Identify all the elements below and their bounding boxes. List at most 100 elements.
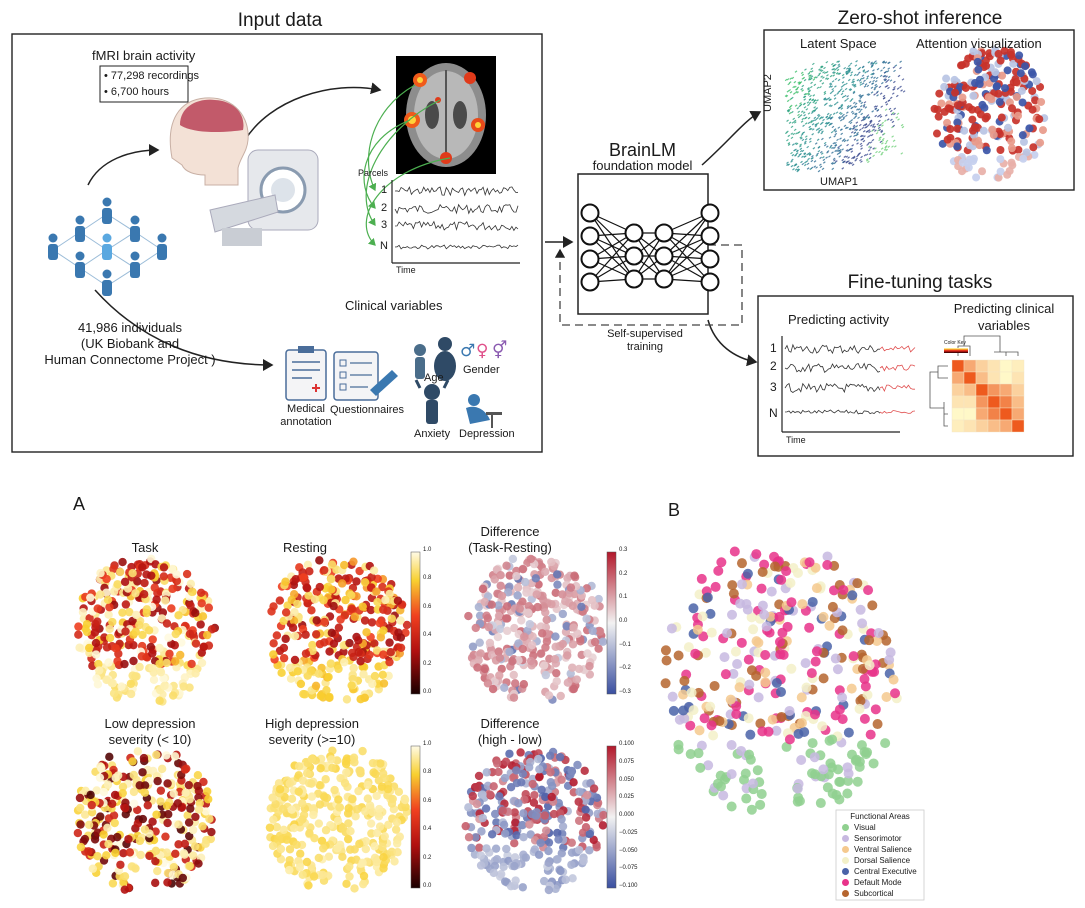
legend-swatch: [842, 890, 849, 897]
functional-area-point: [867, 600, 878, 611]
umap-point: [786, 163, 789, 167]
umap-point: [811, 128, 815, 131]
nn-node: [580, 203, 600, 223]
umap-point: [801, 73, 805, 77]
umap-point: [849, 135, 852, 138]
umap-point: [901, 78, 905, 81]
diff2-point: [495, 792, 504, 801]
umap-point: [870, 124, 873, 127]
umap-point: [842, 117, 845, 121]
umap-point: [788, 121, 792, 124]
umap-point: [808, 89, 811, 93]
umap-point: [807, 112, 811, 115]
resting-point: [310, 595, 320, 604]
low-depression-point: [151, 878, 160, 888]
umap-point: [806, 101, 810, 104]
task-point: [78, 608, 88, 617]
diff2-point: [521, 853, 531, 862]
resting-point: [350, 612, 359, 622]
umap-point: [862, 70, 866, 73]
attention-point: [990, 74, 999, 83]
functional-area-point: [699, 713, 710, 724]
attention-point: [940, 107, 949, 116]
functional-area-point: [784, 734, 795, 745]
task-point: [120, 577, 130, 587]
colorbar-tick: −0.1: [619, 641, 631, 648]
diff1-point: [520, 632, 529, 641]
umap-point: [832, 71, 835, 74]
umap-point: [881, 124, 884, 127]
task-point: [93, 680, 103, 689]
zero-shot-title: Zero-shot inference: [837, 8, 1003, 29]
diff1-point: [568, 663, 577, 672]
task-point: [152, 595, 161, 604]
attention-point: [994, 89, 1003, 98]
umap-point: [842, 76, 845, 79]
umap-point: [808, 97, 812, 101]
umap-point: [850, 162, 853, 165]
umap-point: [834, 132, 838, 136]
umap-point: [823, 143, 827, 147]
umap-point: [875, 76, 879, 80]
resting-point: [285, 663, 295, 673]
umap-point: [833, 128, 837, 131]
diff1-point: [563, 651, 572, 660]
umap-point: [881, 137, 885, 141]
umap-point: [878, 128, 882, 132]
umap-point: [833, 71, 836, 75]
attention-point: [1007, 50, 1016, 59]
high-depression-point: [380, 832, 389, 841]
umap-point: [860, 119, 864, 122]
umap-point: [833, 97, 837, 100]
high-depression-point: [387, 799, 397, 808]
umap-point: [808, 127, 812, 131]
nn-node: [654, 246, 674, 266]
diff1-point: [464, 611, 473, 621]
attention-point: [973, 57, 982, 66]
colorbar-tick: 0.4: [423, 826, 432, 833]
umap-point: [788, 105, 792, 109]
umap-point: [872, 69, 875, 72]
colorbar-tick: 0.100: [619, 741, 635, 747]
functional-area-point: [719, 652, 730, 663]
heatmap-cell: [1011, 419, 1025, 433]
diff1-point: [478, 584, 488, 594]
diff2-point: [535, 765, 544, 774]
diff1-point: [583, 649, 592, 658]
functional-area-point: [804, 622, 815, 633]
umap-point: [821, 137, 824, 141]
legend-label: Ventral Salience: [854, 845, 912, 854]
nn-node: [700, 226, 720, 246]
umap-point: [857, 108, 861, 111]
umap-point: [825, 156, 828, 159]
task-point: [170, 657, 180, 666]
functional-area-point: [854, 703, 865, 714]
umap-point: [856, 131, 859, 135]
high-depression-point: [384, 820, 393, 829]
high-depression-point: [326, 755, 336, 764]
umap-point: [820, 65, 824, 68]
umap-point: [847, 70, 851, 74]
umap-point: [809, 85, 813, 89]
heatmap-cell: [951, 383, 965, 397]
resting-point: [329, 639, 339, 648]
low-depression-point: [185, 831, 194, 841]
nn-node: [580, 249, 600, 269]
umap-point: [810, 75, 814, 78]
medical-annotation-label: Medical annotation: [280, 403, 332, 428]
task-point: [131, 589, 140, 598]
high-depression-point: [272, 822, 282, 832]
diff1-point: [496, 581, 505, 590]
resting-point: [279, 653, 289, 663]
functional-area-point: [709, 680, 720, 691]
functional-area-point: [884, 654, 895, 665]
resting-point: [359, 670, 368, 679]
umap-point: [849, 99, 853, 103]
task-point: [155, 659, 164, 668]
diff1-point: [558, 609, 568, 619]
umap-point: [882, 132, 886, 136]
low-depression-point: [99, 830, 108, 839]
umap-point: [844, 126, 848, 130]
task-point: [159, 674, 168, 683]
attention-point: [1007, 158, 1016, 167]
